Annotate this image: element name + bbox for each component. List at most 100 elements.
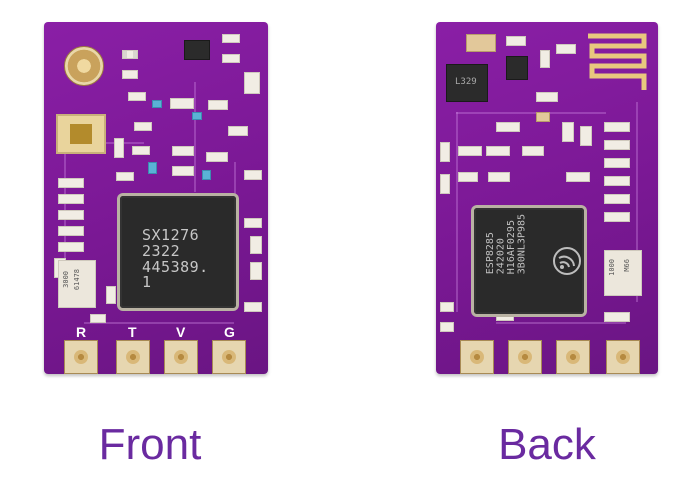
smd-component	[58, 242, 84, 252]
pcb-trace	[496, 322, 626, 324]
smd-component	[192, 112, 202, 120]
pcb-trace	[456, 112, 458, 312]
smd-component	[604, 176, 630, 186]
smd-component	[250, 236, 262, 254]
chip-text: 445389.	[142, 257, 209, 276]
chip-text: SX1276	[142, 226, 200, 244]
smd-component	[440, 322, 454, 332]
back-board: L329 1000 M66 ESP8285	[436, 22, 658, 374]
side-component-text: 3000	[62, 271, 70, 288]
pcb-trace	[456, 112, 606, 114]
smd-component	[206, 152, 228, 162]
smd-component	[466, 34, 496, 52]
espressif-logo-icon	[553, 247, 581, 275]
side-component: 1000 M66	[604, 250, 642, 296]
crystal-pad	[56, 114, 106, 154]
voltage-regulator: L329	[446, 64, 488, 102]
smd-component	[222, 54, 240, 63]
esp8285-chip: ESP8285 242020 H16AF0295 3B0NL3P985	[474, 208, 584, 314]
front-board: 3000 61478 SX1276 2322 445389. 1 R T V G	[44, 22, 268, 374]
side-component: 3000 61478	[58, 260, 96, 308]
antenna-connector	[64, 46, 104, 86]
header-pad	[64, 340, 98, 374]
smd-component	[458, 172, 478, 182]
smd-component	[172, 146, 194, 156]
smd-component	[152, 100, 162, 108]
smd-component	[208, 100, 228, 110]
smd-component	[556, 44, 576, 54]
small-ic	[184, 40, 210, 60]
header-pad	[606, 340, 640, 374]
smd-component	[536, 112, 550, 122]
smd-component	[58, 210, 84, 220]
side-component-text: 1000	[608, 259, 616, 276]
pcb-trace	[194, 82, 196, 192]
smd-component	[506, 56, 528, 80]
header-pad	[460, 340, 494, 374]
smd-component	[496, 122, 520, 132]
smd-component	[604, 122, 630, 132]
smd-component	[486, 146, 510, 156]
smd-component	[604, 158, 630, 168]
smd-component	[58, 194, 84, 204]
smd-component	[440, 142, 450, 162]
smd-component	[440, 302, 454, 312]
pin-label-t: T	[128, 324, 137, 340]
header-pad	[116, 340, 150, 374]
chip-text: 1	[142, 273, 152, 292]
sx1276-chip: SX1276 2322 445389. 1	[120, 196, 236, 308]
smd-component	[128, 92, 146, 101]
smd-component	[488, 172, 510, 182]
smd-component	[122, 50, 138, 59]
smd-component	[458, 146, 482, 156]
pin-label-r: R	[76, 324, 87, 340]
pcb-trace	[636, 102, 638, 302]
smd-component	[58, 226, 84, 236]
pin-label-g: G	[224, 324, 235, 340]
smd-component	[228, 126, 248, 136]
chip-text: 3B0NL3P985	[516, 214, 528, 275]
chip-text: 2322	[142, 241, 181, 260]
header-pad	[164, 340, 198, 374]
pcb-antenna	[588, 33, 647, 90]
pin-label-v: V	[176, 324, 186, 340]
smd-component	[244, 302, 262, 312]
header-pad	[556, 340, 590, 374]
smd-component	[566, 172, 590, 182]
smd-component	[522, 146, 544, 156]
smd-component	[222, 34, 240, 43]
smd-component	[580, 126, 592, 146]
smd-component	[116, 172, 134, 181]
smd-component	[440, 174, 450, 194]
smd-component	[114, 138, 124, 158]
smd-component	[58, 178, 84, 188]
smd-component	[540, 50, 550, 68]
side-component-text: M66	[623, 259, 631, 272]
smd-component	[122, 70, 138, 79]
smd-component	[604, 140, 630, 150]
header-pad	[508, 340, 542, 374]
header-pad	[212, 340, 246, 374]
smd-component	[506, 36, 526, 46]
regulator-text: L329	[455, 77, 477, 87]
front-caption: Front	[98, 420, 202, 469]
smd-component	[536, 92, 558, 102]
smd-component	[148, 162, 157, 174]
smd-component	[202, 170, 211, 180]
smd-component	[170, 98, 194, 109]
smd-component	[250, 262, 262, 280]
side-component-text: 61478	[73, 269, 81, 291]
smd-component	[562, 122, 574, 142]
smd-component	[134, 122, 152, 131]
smd-component	[172, 166, 194, 176]
smd-component	[244, 218, 262, 228]
smd-component	[604, 194, 630, 204]
pcb-trace	[84, 322, 234, 324]
smd-component	[90, 314, 106, 323]
smd-component	[604, 312, 630, 322]
smd-component	[244, 170, 262, 180]
smd-component	[132, 146, 150, 155]
smd-component	[106, 286, 116, 304]
smd-component	[604, 212, 630, 222]
back-caption: Back	[498, 420, 596, 469]
